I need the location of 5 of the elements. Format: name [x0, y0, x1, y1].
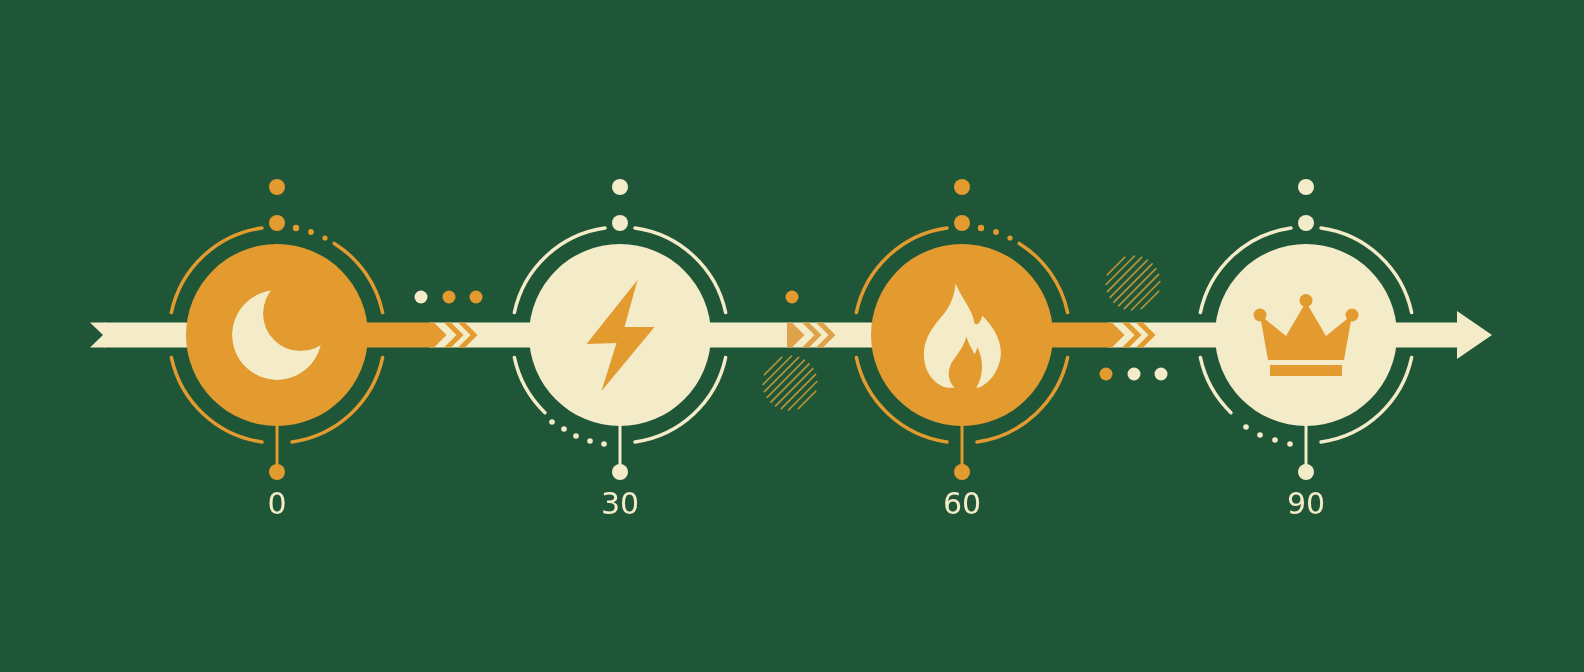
milestone-label: 90	[1286, 489, 1326, 519]
timeline-arrow	[1396, 311, 1492, 359]
milestone-label: 0	[267, 489, 287, 519]
milestone-label: 60	[942, 489, 982, 519]
milestone-label: 30	[600, 489, 640, 519]
